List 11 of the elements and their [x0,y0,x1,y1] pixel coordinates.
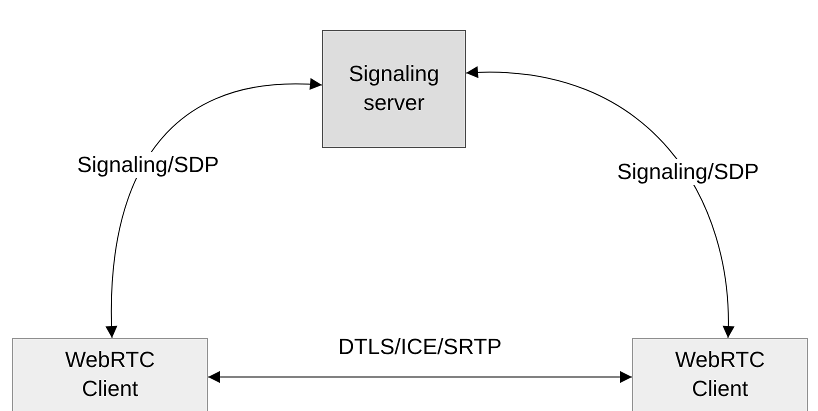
edge-label: Signaling/SDP [75,152,221,178]
process-box [322,30,466,148]
node-label: Signaling server [348,60,440,117]
arrow [466,66,734,338]
process-box [12,338,208,411]
node-label: WebRTC Client [674,346,766,403]
arrow [106,78,322,338]
arrow [208,371,632,383]
node-label: WebRTC Client [64,346,156,403]
process-box [632,338,808,411]
edge-label: Signaling/SDP [615,159,761,185]
